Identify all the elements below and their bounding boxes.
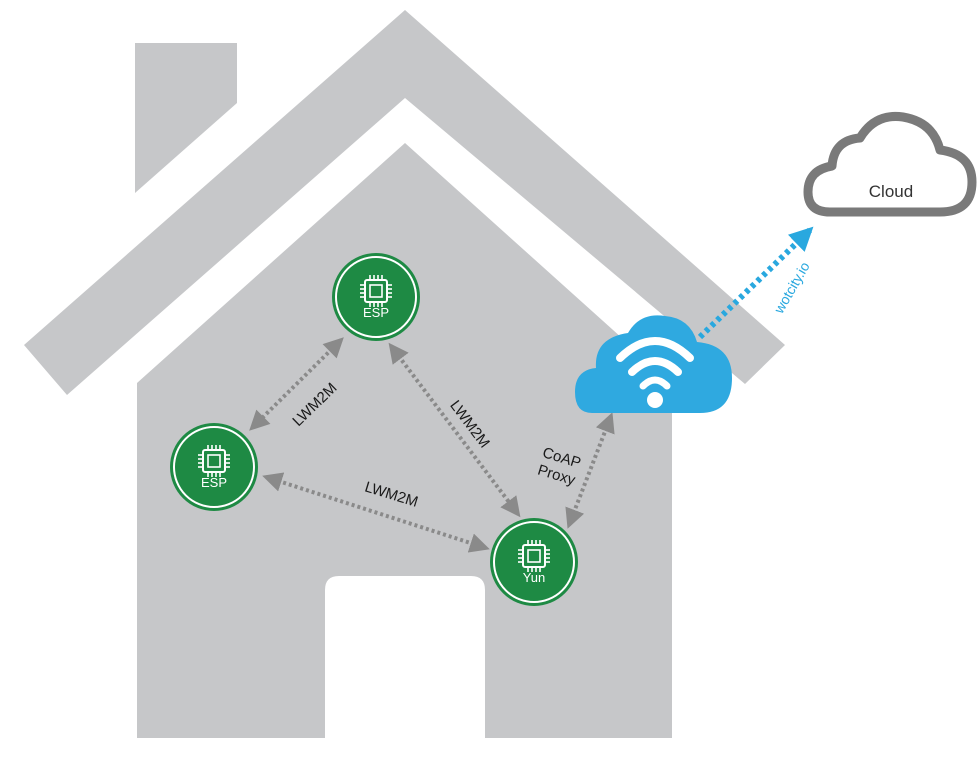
wifi-icon (616, 337, 694, 390)
node-yun: Yun (490, 518, 578, 606)
node-esp-top: ESP (332, 253, 420, 341)
internet-cloud-icon (803, 111, 977, 217)
link-gateway-cloud (697, 226, 814, 340)
link-esp-esp (249, 337, 344, 431)
link-esp-left-yun (262, 472, 490, 553)
node-label-esp-left: ESP (201, 475, 227, 490)
link-yun-gateway (565, 412, 615, 529)
cloud-link-label: wotcity.io (770, 259, 813, 317)
link-esp-top-yun (388, 342, 521, 518)
wifi-cloud-icon (575, 315, 732, 413)
wifi-dot (647, 392, 663, 408)
cloud-label: Cloud (869, 182, 913, 201)
node-esp-left: ESP (170, 423, 258, 511)
node-label-esp-top: ESP (363, 305, 389, 320)
node-label-yun: Yun (523, 570, 545, 585)
